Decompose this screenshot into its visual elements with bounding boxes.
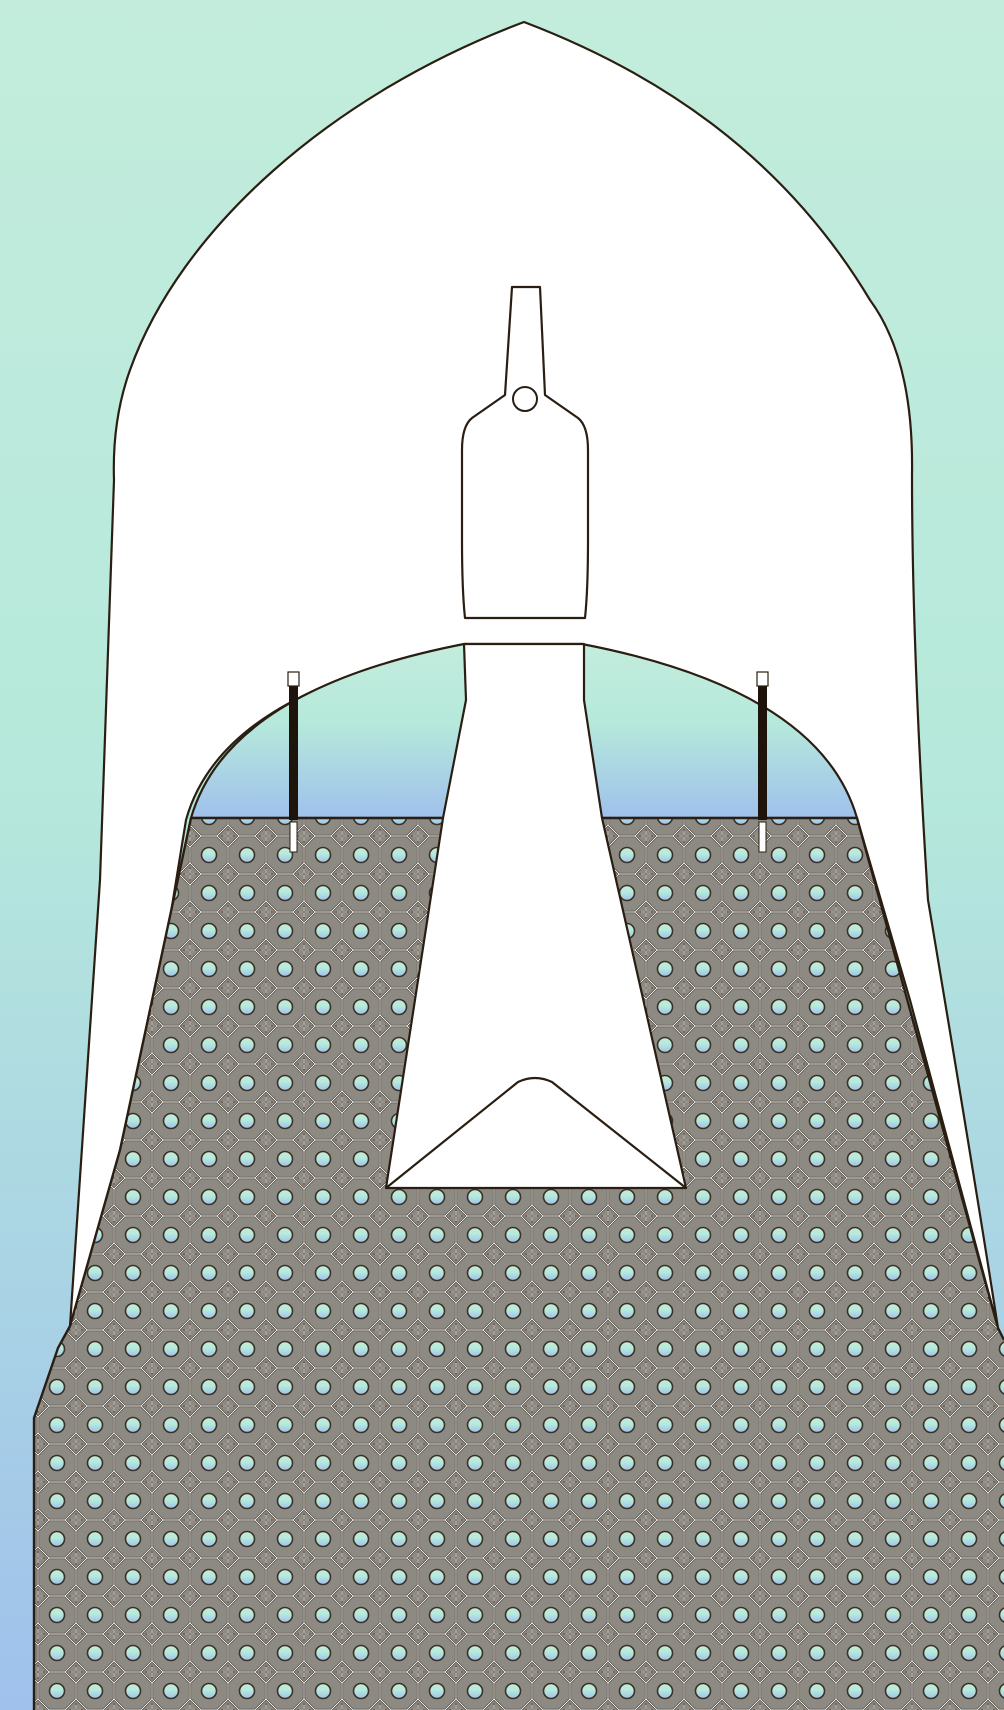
- bottle-ring-icon: [512, 386, 538, 412]
- triangular-notch-shape: [385, 1076, 687, 1189]
- left-rod: [287, 671, 300, 853]
- bottle-head-shape: [460, 285, 590, 620]
- right-rod: [756, 671, 769, 853]
